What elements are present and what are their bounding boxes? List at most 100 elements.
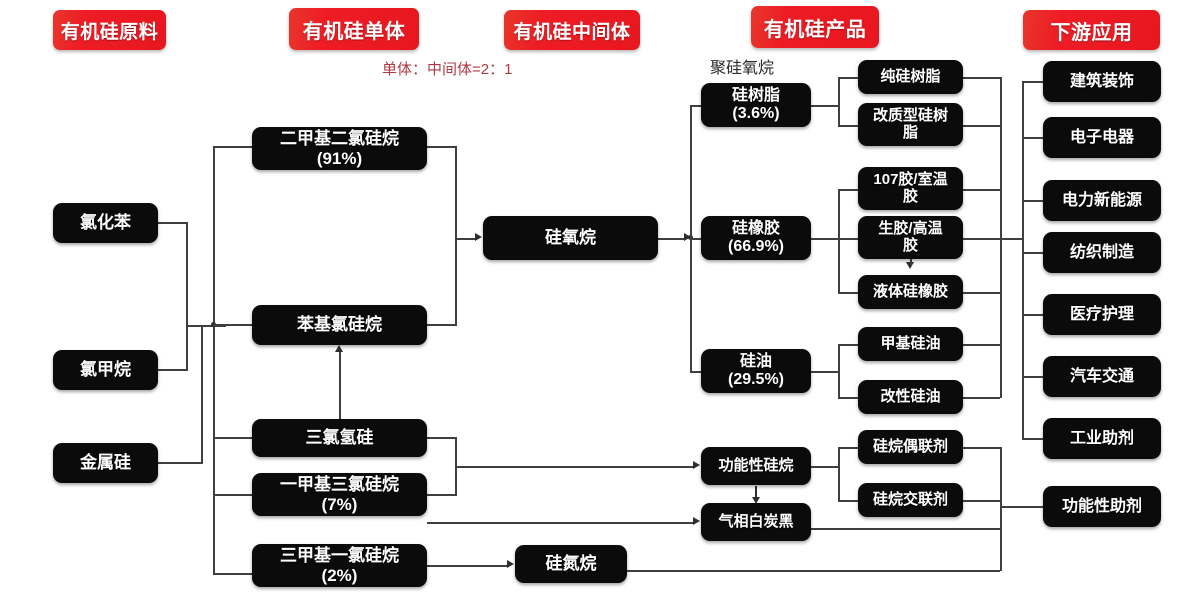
arrow-into-funcsilane	[693, 461, 700, 469]
connector-merge-to-siloxane	[455, 238, 475, 240]
connector-to-107glue	[838, 189, 859, 191]
connector-trimethyl-to-silazane	[427, 565, 507, 567]
node-silicone-rubber[interactable]: 硅橡胶 (66.9%)	[701, 216, 811, 260]
connector-to-coupling	[838, 447, 859, 449]
connector-trichloro-merge	[455, 437, 457, 494]
connector-oil-out	[811, 371, 839, 373]
connector-metalsilicon-out	[158, 462, 203, 464]
node-pure-resin[interactable]: 纯硅树脂	[858, 60, 963, 94]
connector-to-app-medical	[1022, 314, 1044, 316]
connector-merge-to-funcsilane	[455, 466, 693, 468]
arrow-into-silazane	[507, 560, 514, 568]
node-chloromethane[interactable]: 氯甲烷	[53, 350, 158, 390]
node-modified-resin[interactable]: 改质型硅树 脂	[858, 103, 963, 146]
connector-trunk-bus	[213, 146, 215, 574]
node-app-electronics[interactable]: 电子电器	[1043, 117, 1161, 158]
connector-trichloro-to-phenyl	[339, 352, 341, 419]
connector-dimethyl-down	[455, 146, 457, 239]
connector-silazane-right	[627, 570, 1000, 572]
connector-methyloil-right	[963, 344, 1000, 346]
connector-funcsilane-to-silica	[755, 486, 757, 498]
connector-to-oil	[690, 371, 702, 373]
connector-to-app-power	[1022, 200, 1044, 202]
connector-chlorobenzene-down	[186, 222, 188, 325]
connector-to-pureresin	[838, 77, 859, 79]
node-trichlorosilane[interactable]: 三氯氢硅	[252, 419, 427, 457]
connector-to-app-electronics	[1022, 137, 1044, 139]
arrow-into-phenyl	[335, 345, 343, 352]
node-methyltrichloro[interactable]: 一甲基三氯硅烷 (7%)	[252, 473, 427, 516]
node-app-medical[interactable]: 医疗护理	[1043, 294, 1161, 335]
node-phenylchlorosilane[interactable]: 苯基氯硅烷	[252, 305, 427, 345]
node-dimethyldichloro[interactable]: 二甲基二氯硅烷 (91%)	[252, 127, 427, 170]
arrow-funcsilane-to-silica	[752, 497, 760, 504]
connector-products-bus	[1000, 77, 1002, 398]
node-coupling-agent[interactable]: 硅烷偶联剂	[858, 430, 963, 464]
connector-to-phenyl	[213, 324, 253, 326]
connector-to-methyloil	[838, 344, 859, 346]
node-raw-rubber[interactable]: 生胶/高温 胶	[858, 216, 963, 259]
node-fumed-silica[interactable]: 气相白炭黑	[701, 503, 811, 541]
connector-fumedsilica-right	[811, 528, 1000, 530]
header-downstream: 下游应用	[1023, 10, 1160, 50]
node-app-textile[interactable]: 纺织制造	[1043, 232, 1161, 273]
connector-rawrubber-right	[963, 238, 1000, 240]
connector-methyltri-right	[427, 494, 457, 496]
node-metal-silicon[interactable]: 金属硅	[53, 443, 158, 483]
label-ratio-note: 单体：中间体=2：1	[382, 61, 513, 78]
node-silicone-resin[interactable]: 硅树脂 (3.6%)	[701, 83, 811, 127]
node-functional-silane[interactable]: 功能性硅烷	[701, 447, 811, 485]
node-chlorobenzene[interactable]: 氯化苯	[53, 203, 158, 243]
connector-metalsilicon-up	[201, 325, 203, 463]
node-app-construction[interactable]: 建筑装饰	[1043, 61, 1161, 102]
connector-oil-split	[838, 344, 840, 397]
connector-resin-split	[838, 77, 840, 125]
connector-liquidrubber-right	[963, 292, 1000, 294]
connector-to-modifiedresin	[838, 125, 859, 127]
connector-resin-out	[811, 105, 839, 107]
connector-methyltri-to-silica	[427, 522, 693, 524]
node-silazane[interactable]: 硅氮烷	[515, 545, 627, 583]
header-monomer: 有机硅单体	[289, 8, 419, 50]
connector-apps-fan	[1022, 81, 1024, 438]
connector-to-app-functional-aid	[1000, 506, 1044, 508]
node-app-functional-aid[interactable]: 功能性助剂	[1043, 486, 1161, 527]
connector-rubber-split	[838, 189, 840, 293]
connector-phenyl-up	[455, 238, 457, 325]
arrow-into-fumedsilica	[693, 517, 700, 525]
connector-trichloro-right	[427, 437, 457, 439]
node-crosslinker[interactable]: 硅烷交联剂	[858, 483, 963, 517]
connector-107glue-right	[963, 189, 1000, 191]
node-modified-oil[interactable]: 改性硅油	[858, 380, 963, 414]
node-app-power[interactable]: 电力新能源	[1043, 180, 1161, 221]
node-glue-107[interactable]: 107胶/室温 胶	[858, 167, 963, 210]
arrow-rawrubber-to-liquid	[906, 262, 914, 269]
connector-funcsilane-out	[811, 466, 839, 468]
node-trimethylchloro[interactable]: 三甲基一氯硅烷 (2%)	[252, 544, 427, 587]
arrow-siloxane-out	[684, 233, 691, 241]
connector-chloromethane-up	[186, 325, 188, 370]
connector-modifiedresin-right	[963, 125, 1000, 127]
connector-funcsilane-split	[838, 447, 840, 500]
connector-to-app-textile	[1022, 252, 1044, 254]
connector-to-trichloro	[213, 437, 253, 439]
connector-to-methyltri	[213, 494, 253, 496]
node-app-industrial[interactable]: 工业助剂	[1043, 418, 1161, 459]
node-liquid-rubber[interactable]: 液体硅橡胶	[858, 275, 963, 309]
connector-to-app-auto	[1022, 376, 1044, 378]
connector-rubber-out	[811, 238, 839, 240]
connector-chlorobenzene-out	[158, 222, 188, 224]
header-product: 有机硅产品	[751, 6, 879, 48]
connector-aids-bus	[1000, 447, 1002, 571]
node-app-auto[interactable]: 汽车交通	[1043, 356, 1161, 397]
connector-to-modifiedoil	[838, 397, 859, 399]
connector-to-liquidrubber	[838, 292, 859, 294]
node-methyl-oil[interactable]: 甲基硅油	[858, 327, 963, 361]
connector-coupling-right	[963, 447, 1000, 449]
node-silicone-oil[interactable]: 硅油 (29.5%)	[701, 349, 811, 393]
node-siloxane[interactable]: 硅氧烷	[483, 216, 658, 260]
connector-modifiedoil-right	[963, 397, 1000, 399]
connector-to-app-industrial	[1022, 438, 1044, 440]
connector-bus-junction	[186, 325, 226, 327]
